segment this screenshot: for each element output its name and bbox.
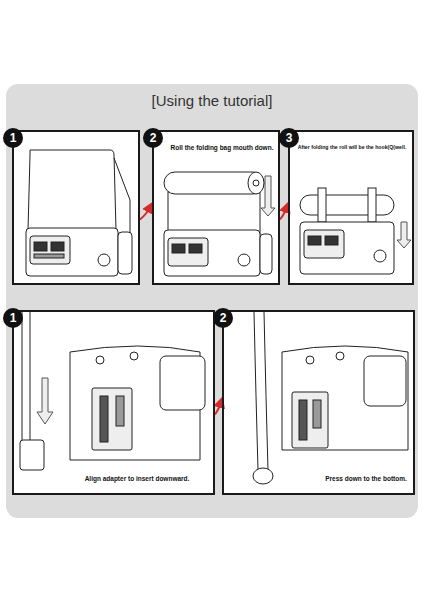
step-arrow bbox=[280, 204, 288, 220]
step-number: 1 bbox=[3, 308, 23, 328]
step-number: 1 bbox=[3, 128, 23, 148]
step-caption: Roll the folding bag mouth down. bbox=[170, 144, 274, 152]
step-panel: 2Press down to the bottom. bbox=[222, 310, 415, 495]
step-panel: 1Align adapter to insert downward. bbox=[12, 310, 215, 495]
step-number: 3 bbox=[279, 128, 299, 148]
adapter-pressed bbox=[253, 312, 408, 484]
bag-rolling bbox=[164, 172, 275, 276]
step-number: 2 bbox=[143, 128, 163, 148]
background-panel bbox=[6, 84, 418, 518]
step-arrow bbox=[140, 204, 152, 220]
step-panel: 2Roll the folding bag mouth down. bbox=[152, 130, 280, 285]
bag-rolled bbox=[300, 188, 411, 274]
step-caption: Press down to the bottom. bbox=[320, 475, 412, 483]
panel-grounds bbox=[12, 130, 415, 495]
step-caption: Align adapter to insert downward. bbox=[64, 475, 210, 483]
bag-unrolled bbox=[26, 150, 132, 276]
title: [Using the tutorial] bbox=[0, 92, 424, 109]
step-panel: 1 bbox=[12, 130, 140, 285]
step-number: 2 bbox=[213, 308, 233, 328]
step-panel: 3After folding the roll will be the hook… bbox=[288, 130, 414, 285]
adapter-insert bbox=[20, 312, 205, 470]
step-arrow bbox=[215, 399, 222, 415]
step-caption: After folding the roll will be the hook(… bbox=[296, 144, 408, 150]
